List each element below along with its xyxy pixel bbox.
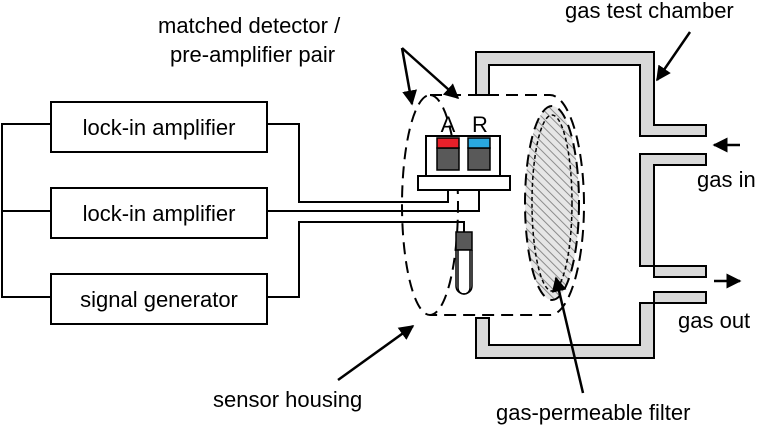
lamp-cap bbox=[455, 231, 473, 251]
detector-base-plate bbox=[417, 175, 511, 191]
text-labels: matched detector / pre-amplifier pair ga… bbox=[158, 0, 756, 425]
signal-generator-box bbox=[50, 273, 268, 325]
detector-r-label: R bbox=[472, 112, 488, 137]
lockin-amplifier-2-box bbox=[50, 187, 268, 239]
detector-a-label: A bbox=[441, 112, 456, 137]
gas-in-label: gas in bbox=[697, 167, 756, 192]
matched-detector-label-line1: matched detector / bbox=[158, 13, 341, 38]
gas-test-chamber-label: gas test chamber bbox=[565, 0, 734, 23]
generator-to-lamp-wire bbox=[267, 221, 465, 298]
gas-permeable-filter-label: gas-permeable filter bbox=[496, 400, 690, 425]
detector-pointer-arrow-right bbox=[401, 47, 460, 99]
detector-r-window bbox=[467, 137, 491, 149]
detector-a-body bbox=[436, 147, 460, 171]
detector-pointer-arrow-left bbox=[400, 47, 418, 106]
matched-detector-label-line2: pre-amplifier pair bbox=[170, 42, 335, 67]
housing-pointer-arrow bbox=[337, 324, 415, 382]
lockin-amplifier-1-box bbox=[50, 101, 268, 153]
chamber-upper-wall bbox=[475, 51, 707, 137]
sensor-housing bbox=[401, 94, 585, 316]
lamp-source bbox=[455, 231, 473, 295]
lockin-1-to-detector-a-wire bbox=[267, 123, 449, 203]
lockin-2-to-detector-r-wire bbox=[267, 190, 480, 212]
detector-r-body bbox=[467, 147, 491, 171]
gas-out-label: gas out bbox=[678, 308, 750, 333]
sensor-housing-label: sensor housing bbox=[213, 387, 362, 412]
lamp-bulb bbox=[457, 249, 471, 295]
gas-permeable-filter bbox=[524, 105, 580, 301]
chamber-pointer-arrow bbox=[655, 31, 692, 82]
pointer-arrows bbox=[337, 31, 742, 394]
signal-generator-label: signal generator bbox=[80, 287, 238, 312]
detector-pair: A R bbox=[417, 112, 511, 191]
chamber-lower-wall bbox=[475, 291, 707, 359]
wiring bbox=[1, 123, 480, 298]
left-bus-wire bbox=[1, 123, 51, 298]
lockin-amplifier-1-label: lock-in amplifier bbox=[83, 115, 236, 140]
chamber-middle-wall bbox=[639, 153, 707, 278]
detector-a-window bbox=[436, 137, 460, 149]
instrument-boxes: lock-in amplifier lock-in amplifier sign… bbox=[50, 101, 268, 325]
lockin-amplifier-2-label: lock-in amplifier bbox=[83, 201, 236, 226]
gas-test-chamber bbox=[475, 51, 707, 359]
lamp-envelope bbox=[455, 250, 473, 295]
filter-pointer-arrow bbox=[551, 276, 585, 394]
